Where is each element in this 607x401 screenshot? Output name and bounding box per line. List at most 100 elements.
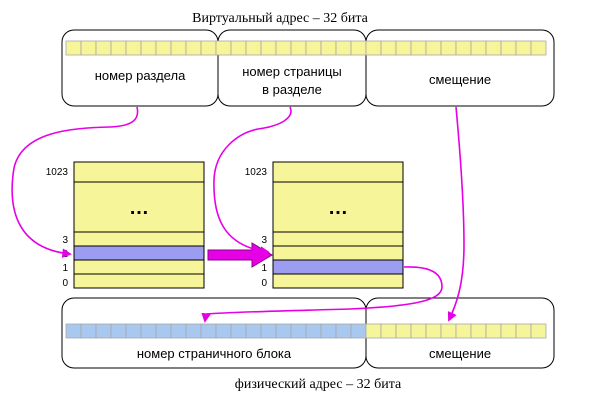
physical-offset-bit bbox=[530, 323, 547, 339]
virtual-address-bit bbox=[320, 40, 337, 56]
frame-bit bbox=[125, 323, 142, 339]
frame-bit bbox=[110, 323, 127, 339]
frame-bit bbox=[170, 323, 187, 339]
page-index-1023: 1023 bbox=[245, 167, 268, 178]
segment-number-to-segment-table-arrow bbox=[11, 106, 139, 258]
virtual-address-bit bbox=[95, 40, 112, 56]
virtual-address-bit bbox=[275, 40, 292, 56]
frame-bit bbox=[95, 323, 112, 339]
physical-offset-bit bbox=[410, 323, 427, 339]
frame-bit bbox=[320, 323, 337, 339]
segment-table-row-3 bbox=[73, 231, 205, 247]
virtual-address-bit bbox=[425, 40, 442, 56]
virtual-address-bit bbox=[305, 40, 322, 56]
virtual-address-bit bbox=[350, 40, 367, 56]
physical-offset-bit bbox=[500, 323, 517, 339]
page-table-ellipsis: … bbox=[328, 197, 348, 219]
virtual-address-bit bbox=[290, 40, 307, 56]
virtual-address-register: номер раздела номер страницы в разделе с… bbox=[61, 29, 555, 107]
virtual-address-bit bbox=[515, 40, 532, 56]
page-number-to-page-table-arrow bbox=[213, 106, 292, 256]
segment-table-row-1 bbox=[73, 259, 205, 275]
virtual-address-bit bbox=[530, 40, 547, 56]
virtual-address-bit bbox=[500, 40, 517, 56]
virtual-address-bit bbox=[395, 40, 412, 56]
virtual-address-bit bbox=[170, 40, 187, 56]
physical-offset-bit bbox=[395, 323, 412, 339]
segment-field-label: номер раздела bbox=[95, 68, 186, 83]
page-table-row-2 bbox=[272, 245, 404, 261]
physical-address-register: номер страничного блока смещение bbox=[61, 297, 555, 369]
virtual-address-bit bbox=[335, 40, 352, 56]
virtual-address-bit bbox=[440, 40, 457, 56]
frame-number-to-physical-address-arrow bbox=[201, 266, 443, 323]
frame-bit bbox=[305, 323, 322, 339]
frame-bit bbox=[245, 323, 262, 339]
page-table-row-3 bbox=[272, 231, 404, 247]
page-table-row-0 bbox=[272, 273, 404, 289]
virtual-address-title: Виртуальный адрес – 32 бита bbox=[192, 11, 369, 26]
virtual-address-bit bbox=[215, 40, 232, 56]
frame-bit bbox=[335, 323, 352, 339]
page-table-middle bbox=[272, 181, 404, 233]
physical-offset-bit bbox=[440, 323, 457, 339]
virtual-offset-label: смещение bbox=[429, 72, 491, 87]
virtual-address-bit bbox=[455, 40, 472, 56]
physical-offset-bit bbox=[485, 323, 502, 339]
frame-bit bbox=[185, 323, 202, 339]
virtual-address-bit bbox=[80, 40, 97, 56]
page-field-label-line1: номер страницы bbox=[242, 64, 342, 79]
segment-index-1: 1 bbox=[62, 263, 68, 274]
page-table: … 1023 3 2 1 0 bbox=[245, 161, 404, 289]
physical-offset-bit bbox=[455, 323, 472, 339]
physical-offset-bit bbox=[365, 323, 382, 339]
virtual-address-bit bbox=[230, 40, 247, 56]
segment-index-3: 3 bbox=[62, 235, 68, 246]
frame-bit bbox=[230, 323, 247, 339]
virtual-address-bit bbox=[380, 40, 397, 56]
physical-offset-bit bbox=[425, 323, 442, 339]
frame-bit bbox=[200, 323, 217, 339]
frame-field-label: номер страничного блока bbox=[137, 346, 292, 361]
segment-table-row-1023 bbox=[73, 161, 205, 183]
frame-bit bbox=[65, 323, 82, 339]
virtual-address-bit bbox=[410, 40, 427, 56]
physical-offset-bit bbox=[470, 323, 487, 339]
segment-table-row-2-selected bbox=[73, 245, 205, 261]
physical-offset-bit bbox=[515, 323, 532, 339]
virtual-address-bit bbox=[65, 40, 82, 56]
virtual-address-bit bbox=[470, 40, 487, 56]
frame-bit bbox=[80, 323, 97, 339]
segment-table-row-0 bbox=[73, 273, 205, 289]
segment-table: … 1023 3 2 1 0 bbox=[46, 161, 205, 289]
virtual-address-bit bbox=[365, 40, 382, 56]
frame-bit bbox=[290, 323, 307, 339]
virtual-address-bit bbox=[485, 40, 502, 56]
frame-bit bbox=[140, 323, 157, 339]
physical-offset-bit bbox=[380, 323, 397, 339]
physical-address-bits bbox=[65, 323, 547, 339]
physical-offset-label: смещение bbox=[429, 346, 491, 361]
frame-bit bbox=[215, 323, 232, 339]
virtual-address-bit bbox=[155, 40, 172, 56]
page-index-1: 1 bbox=[261, 263, 267, 274]
frame-bit bbox=[275, 323, 292, 339]
virtual-address-bit bbox=[200, 40, 217, 56]
physical-address-title: физический адрес – 32 бита bbox=[235, 377, 402, 392]
virtual-address-bit bbox=[185, 40, 202, 56]
virtual-address-bit bbox=[125, 40, 142, 56]
frame-bit bbox=[155, 323, 172, 339]
virtual-address-bit bbox=[245, 40, 262, 56]
virtual-address-bit bbox=[260, 40, 277, 56]
page-index-0: 0 bbox=[261, 278, 267, 289]
segment-table-ellipsis: … bbox=[129, 197, 149, 219]
segment-table-middle bbox=[73, 181, 205, 233]
virtual-address-bit bbox=[140, 40, 157, 56]
page-table-row-1023 bbox=[272, 161, 404, 183]
segment-index-0: 0 bbox=[62, 278, 68, 289]
segment-index-1023: 1023 bbox=[46, 167, 69, 178]
virtual-address-bits bbox=[65, 40, 547, 56]
frame-bit bbox=[260, 323, 277, 339]
